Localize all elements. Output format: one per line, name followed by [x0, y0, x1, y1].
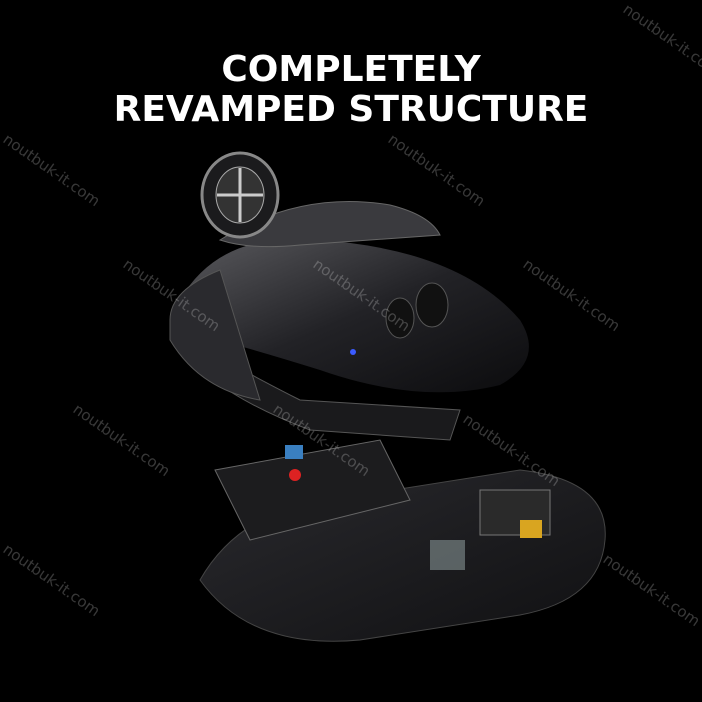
headline-line-1: COMPLETELY [221, 49, 481, 90]
status-led [350, 349, 356, 355]
headline-line-2: REVAMPED STRUCTURE [113, 89, 589, 130]
top-shell [180, 238, 529, 393]
circuit-board [214, 439, 411, 541]
gold-contacts [520, 520, 542, 538]
scroll-wheel [200, 151, 280, 239]
click-cover [218, 201, 441, 248]
side-button-1 [385, 297, 415, 339]
left-side-panel [169, 269, 261, 401]
side-button-2 [415, 282, 449, 328]
blue-switch [285, 445, 303, 459]
red-led [289, 469, 301, 481]
sensor-lens [430, 540, 465, 570]
